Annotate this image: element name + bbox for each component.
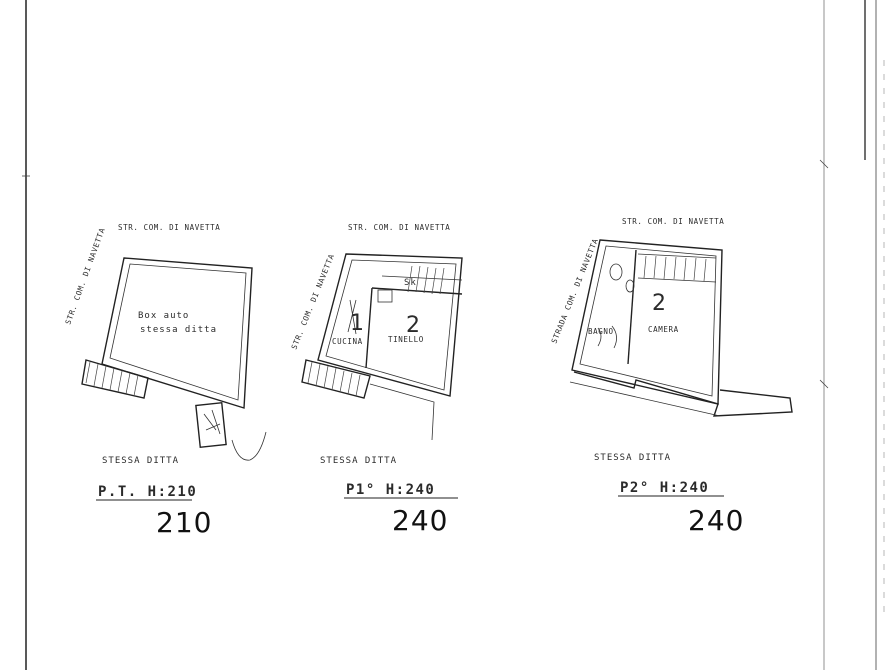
street-label-side: STR. COM. DI NAVETTA <box>63 226 106 325</box>
bottom-label: STESSA DITTA <box>594 453 671 463</box>
floor-plan-first: STR. COM. DI NAVETTA STR. COM. DI NAVETT… <box>290 223 463 537</box>
room-label-camera: CAMERA <box>648 325 679 334</box>
floor-heading: P.T. H:210 <box>98 484 197 500</box>
room-number-1: 1 <box>350 311 364 336</box>
height-handwritten: 210 <box>156 506 212 539</box>
street-label-top: STR. COM. DI NAVETTA <box>348 223 450 232</box>
bottom-label: STESSA DITTA <box>102 456 179 466</box>
ground-floor-walls <box>81 257 267 461</box>
scan-border <box>22 0 885 670</box>
height-handwritten: 240 <box>392 504 448 537</box>
floor-heading: P2° H:240 <box>620 480 709 496</box>
second-floor-walls <box>569 239 793 417</box>
street-label-top: STR. COM. DI NAVETTA <box>622 217 724 226</box>
room-label-bagno: BAGNO <box>588 327 614 336</box>
street-label-top: STR. COM. DI NAVETTA <box>118 223 220 232</box>
floor-plan-ground: STR. COM. DI NAVETTA STR. COM. DI NAVETT… <box>63 223 267 539</box>
room-label-stair: Sk <box>404 278 417 288</box>
room-number-2: 2 <box>406 313 420 338</box>
room-label-owner: stessa ditta <box>140 325 217 335</box>
room-number-2: 2 <box>652 291 666 316</box>
floor-heading: P1° H:240 <box>346 482 435 498</box>
first-floor-walls <box>301 253 463 441</box>
street-label-side: STR. COM. DI NAVETTA <box>290 253 337 351</box>
room-label-tinello: TINELLO <box>388 335 424 344</box>
floor-plan-second: STR. COM. DI NAVETTA STRADA COM. DI NAVE… <box>550 217 793 537</box>
bottom-label: STESSA DITTA <box>320 456 397 466</box>
height-handwritten: 240 <box>688 504 744 537</box>
room-label-cucina: CUCINA <box>332 337 363 346</box>
room-label-box: Box auto <box>138 311 189 321</box>
